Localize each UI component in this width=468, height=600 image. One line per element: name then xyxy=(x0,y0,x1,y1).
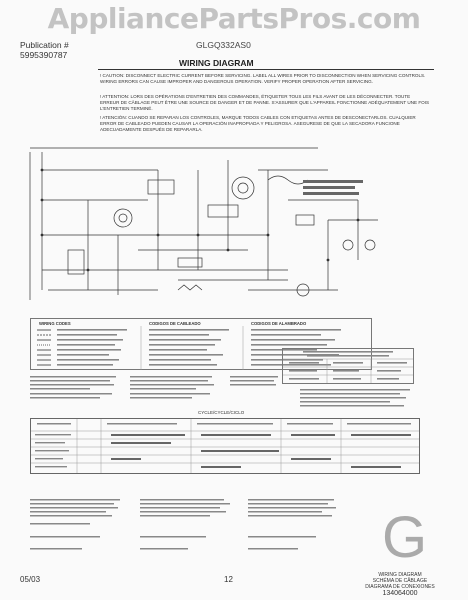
page-title: WIRING DIAGRAM xyxy=(179,58,254,68)
legend-title-english: WIRING CODES xyxy=(39,321,71,326)
legend-rows xyxy=(37,326,341,370)
footer-date: 05/03 xyxy=(20,575,41,584)
cycle-chart-grid xyxy=(31,419,419,473)
model-number: GLGQ332AS0 xyxy=(196,40,251,50)
diagram-number: 134064000 xyxy=(382,590,418,597)
publication-number: 5995390787 xyxy=(20,50,68,60)
wiring-codes-legend: WIRING CODES CODIGOS DE CABLEADO CODIGOS… xyxy=(30,318,372,370)
rotation-table-grid xyxy=(283,351,413,383)
page-number: 12 xyxy=(224,575,233,584)
notes-row-right xyxy=(300,389,410,407)
caution-french: ! ATTENTION: LORS DES OPÉRATIONS D'ENTRE… xyxy=(100,94,430,111)
caption-french: SCHÉMA DE CÂBLAGE xyxy=(372,578,428,584)
watermark: AppliancePartsPros.com xyxy=(47,2,421,35)
wiring-schematic xyxy=(29,147,378,300)
legend-title-spanish: CODIGOS DE CABLEADO xyxy=(149,321,201,326)
notes-row-top xyxy=(30,376,278,399)
publication-block: Publication # 5995390787 xyxy=(20,40,69,60)
caution-spanish: ! ATENCIÓN: CUANDO SE REPARAN LOS CONTRO… xyxy=(100,115,416,132)
revision-letter: G xyxy=(382,505,428,570)
caption-spanish: DIAGRAMA DE CONEXIONES xyxy=(365,584,435,590)
diagram-caption: WIRING DIAGRAM SCHÉMA DE CÂBLAGE DIAGRAM… xyxy=(352,572,448,590)
caution-english: ! CAUTION: DISCONNECT ELECTRIC CURRENT B… xyxy=(100,73,426,84)
bottom-notes xyxy=(30,499,336,550)
cycle-chart-label: CYCLE/CYCLE/CICLO xyxy=(198,410,245,415)
caption-english: WIRING DIAGRAM xyxy=(378,572,422,578)
cycle-chart xyxy=(30,418,420,474)
title-rule xyxy=(98,69,434,70)
publication-label: Publication # xyxy=(20,40,69,50)
legend-title-alt: CODIGOS DE ALAMBRADO xyxy=(251,321,307,326)
rotation-table xyxy=(282,348,414,384)
